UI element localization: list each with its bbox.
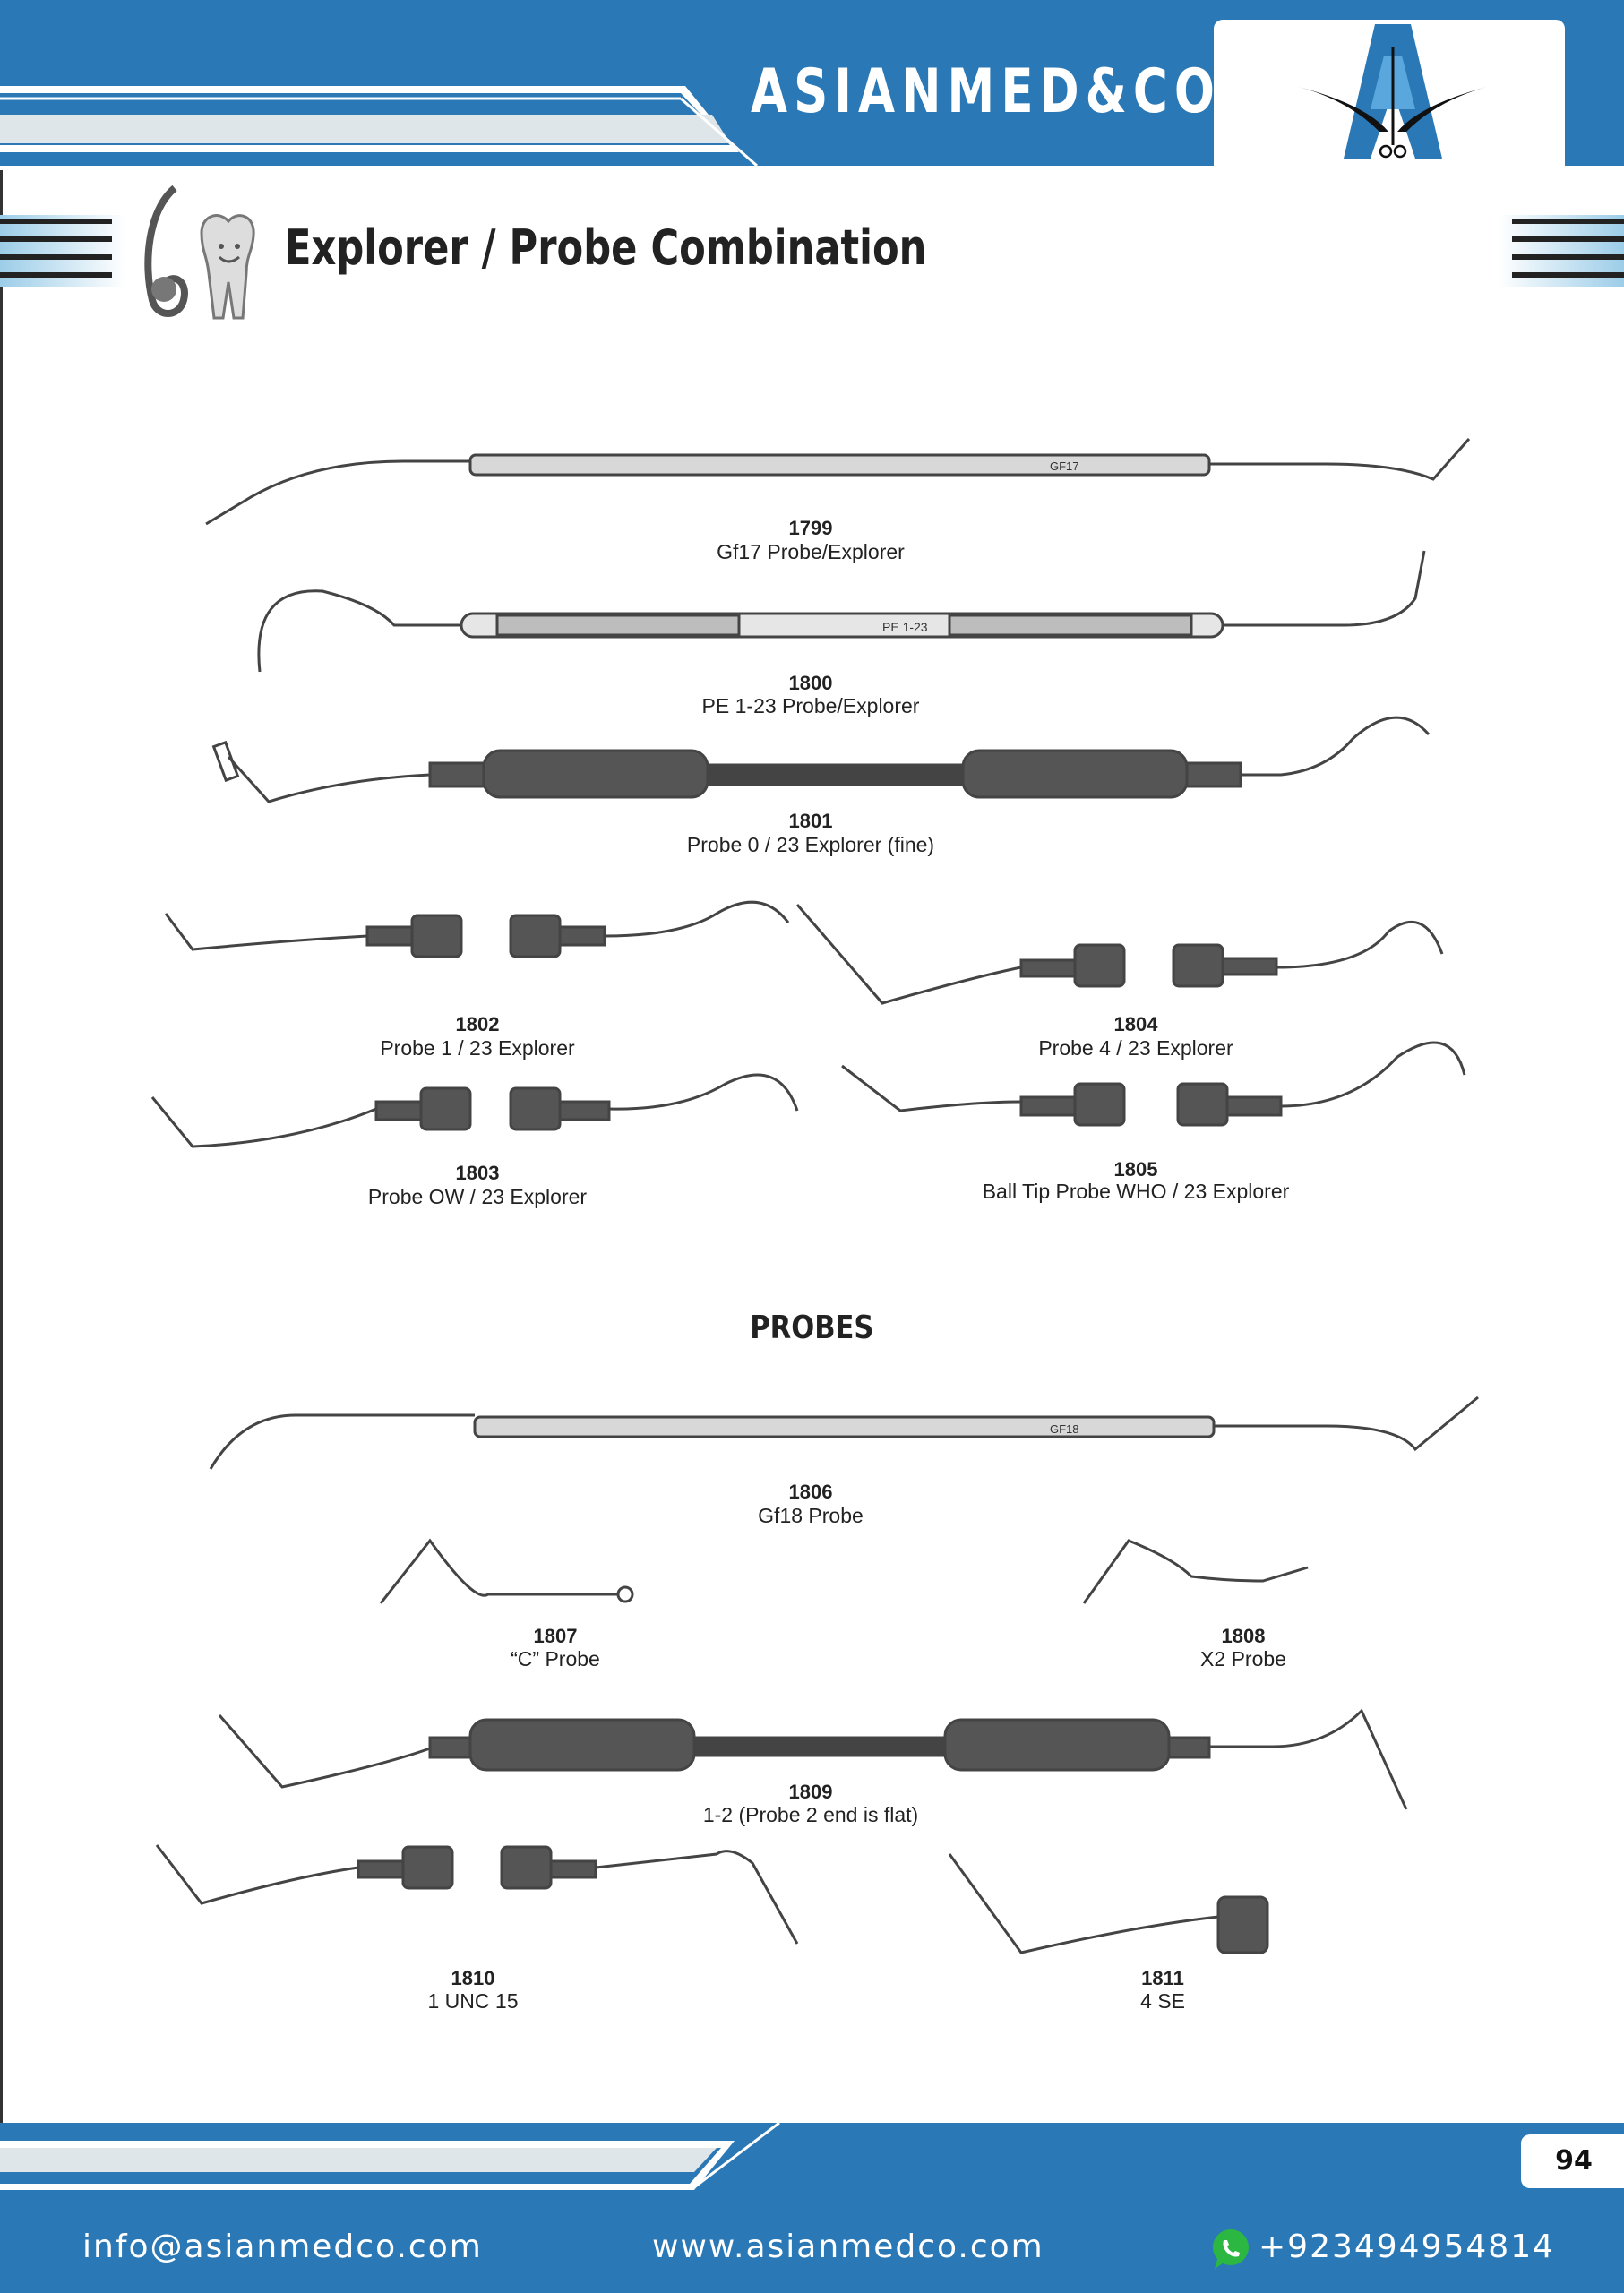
product-name: Probe 4 / 23 Explorer	[1038, 1036, 1233, 1060]
product-number: 1811	[1141, 1967, 1184, 1989]
product-number: 1799	[788, 517, 833, 539]
product-number: 1805	[1113, 1158, 1158, 1181]
product-number: 1800	[788, 672, 833, 694]
product-number: 1806	[788, 1481, 833, 1503]
product-name: Probe OW / 23 Explorer	[367, 1185, 588, 1208]
instrument-1808-image	[1082, 1539, 1309, 1604]
asianmedco-logo-icon	[1299, 24, 1487, 159]
product-number: 1808	[1221, 1625, 1266, 1647]
product-name: Probe 0 / 23 Explorer (fine)	[686, 833, 935, 856]
product-number: 1802	[455, 1013, 500, 1035]
instrument-1807-image	[379, 1538, 634, 1604]
instrument-1805-image	[841, 1041, 1466, 1127]
instrument-1802-image	[164, 900, 790, 958]
product-number: 1807	[533, 1625, 578, 1647]
product-number: 1801	[788, 810, 833, 832]
section-title: Explorer / Probe Combination	[285, 219, 927, 276]
logo-box	[1214, 20, 1565, 166]
page-number: 94	[1521, 2134, 1624, 2188]
brand-name: ASIANMED&CO	[751, 56, 1221, 127]
instrument-1810-image	[155, 1844, 799, 1945]
product-name: Gf17 Probe/Explorer	[717, 540, 905, 563]
footer-stripes	[0, 2123, 780, 2190]
engraving-gf18: GF18	[1050, 1422, 1079, 1436]
product-name: Probe 1 / 23 Explorer	[380, 1036, 575, 1060]
product-number: 1804	[1113, 1013, 1158, 1035]
instrument-1809-image	[218, 1708, 1408, 1810]
instrument-1800-image: PE 1-23	[257, 550, 1426, 673]
instrument-1803-image	[150, 1073, 799, 1148]
product-name: Gf18 Probe	[758, 1504, 864, 1527]
header-stripes	[0, 82, 758, 166]
product-name: 1-2 (Probe 2 end is flat)	[702, 1803, 919, 1826]
instrument-1804-image	[795, 904, 1444, 1005]
instrument-1801-image	[211, 716, 1431, 803]
left-side-stripes	[0, 215, 125, 287]
engraving-pe123: PE 1-23	[882, 620, 928, 634]
instrument-1806-image: GF18	[209, 1396, 1479, 1470]
instrument-illustrations: GF17 PE 1-23	[150, 438, 1479, 1954]
product-number: 1803	[455, 1162, 500, 1184]
instrument-1811-image	[948, 1853, 1269, 1954]
left-border	[0, 170, 3, 2123]
whatsapp-icon	[1213, 2229, 1249, 2269]
probes-heading: PROBES	[750, 1310, 874, 1346]
product-name: PE 1-23 Probe/Explorer	[701, 694, 920, 717]
footer-email[interactable]: info@asianmedco.com	[82, 2229, 483, 2265]
footer-website[interactable]: www.asianmedco.com	[652, 2229, 1044, 2265]
product-name: “C” Probe	[511, 1647, 600, 1670]
product-name: 4 SE	[1140, 1989, 1185, 2013]
engraving-gf17: GF17	[1050, 459, 1079, 473]
tooth-probe-icon	[144, 185, 255, 320]
product-number: 1810	[451, 1967, 495, 1989]
right-side-stripes	[1499, 215, 1624, 287]
instrument-1799-image: GF17	[205, 438, 1471, 526]
product-name: X2 Probe	[1200, 1647, 1286, 1670]
footer-phone[interactable]: +923494954814	[1259, 2229, 1556, 2265]
product-number: 1809	[788, 1781, 833, 1803]
product-name: 1 UNC 15	[427, 1989, 519, 2013]
product-name: Ball Tip Probe WHO / 23 Explorer	[982, 1180, 1290, 1203]
